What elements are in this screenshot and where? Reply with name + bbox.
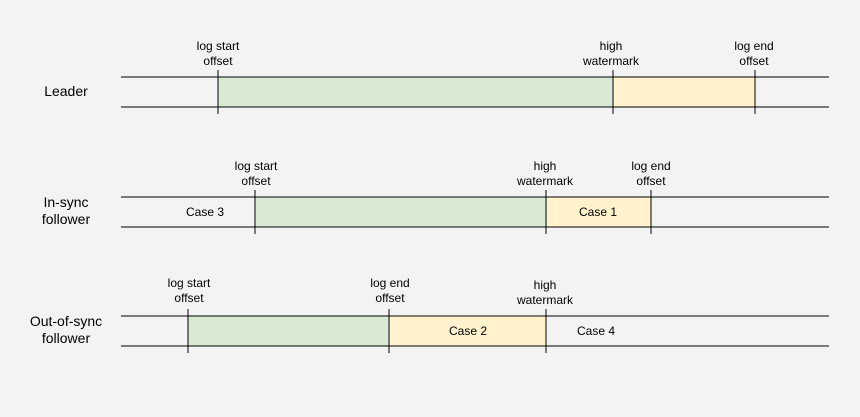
high-watermark-label: watermark	[516, 174, 574, 188]
log-start-label: log start	[168, 276, 211, 290]
high-watermark-label: high	[534, 278, 557, 292]
log-start-label: log start	[197, 39, 240, 53]
log-end-label: offset	[636, 174, 666, 188]
row-label-out-of-sync-follower: Out-of-sync	[30, 313, 102, 329]
in-sync-follower-row: In-sync follower log start offset high w…	[42, 159, 829, 234]
log-end-label: log end	[631, 159, 670, 173]
row-label-leader: Leader	[44, 83, 88, 99]
log-start-label: log start	[235, 159, 278, 173]
log-start-label: offset	[174, 291, 204, 305]
log-segment	[218, 77, 613, 107]
high-watermark-label: high	[600, 39, 623, 53]
log-end-label: log end	[734, 39, 773, 53]
log-segment	[188, 316, 389, 346]
log-end-label: offset	[375, 291, 405, 305]
pending-segment	[546, 197, 651, 227]
case-label: Case 4	[577, 324, 615, 338]
high-watermark-label: high	[534, 159, 557, 173]
leader-row: Leader log start offset high watermark l…	[44, 39, 829, 114]
log-segment	[255, 197, 546, 227]
case-label: Case 3	[186, 205, 224, 219]
pending-segment	[613, 77, 755, 107]
log-end-label: offset	[739, 54, 769, 68]
log-start-label: offset	[203, 54, 233, 68]
high-watermark-label: watermark	[582, 54, 640, 68]
case-label: Case 2	[449, 324, 487, 338]
case-label: Case 1	[579, 205, 617, 219]
high-watermark-label: watermark	[516, 293, 574, 307]
log-start-label: offset	[241, 174, 271, 188]
row-label-out-of-sync-follower: follower	[42, 330, 91, 346]
log-end-label: log end	[370, 276, 409, 290]
row-label-in-sync-follower: In-sync	[43, 194, 88, 210]
row-label-in-sync-follower: follower	[42, 211, 91, 227]
out-of-sync-follower-row: Out-of-sync follower log start offset lo…	[30, 276, 829, 353]
pending-segment	[389, 316, 546, 346]
